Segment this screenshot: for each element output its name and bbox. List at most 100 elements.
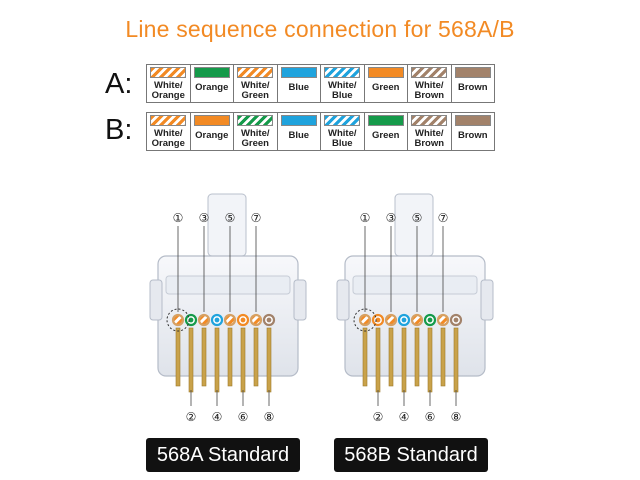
pin-number-top: ⑦: [251, 211, 262, 225]
wire-name: Green: [372, 130, 400, 141]
gold-contact: [388, 327, 394, 387]
pin-cell: Orange: [189, 112, 234, 151]
pin-cell: White/ Brown: [407, 64, 452, 103]
wire-end: [436, 313, 450, 327]
pin-number-top: ③: [386, 211, 397, 225]
wire-swatch: [367, 67, 404, 78]
pin-cell: White/ Orange: [146, 112, 191, 151]
pin-cell: White/ Blue: [320, 112, 365, 151]
568a-color-table: White/ Orange Orange White/ Green Blue W…: [146, 64, 495, 103]
wire-name: White/ Orange: [151, 128, 185, 149]
pin-number-top: ⑤: [225, 211, 236, 225]
wire-end: [384, 313, 398, 327]
gold-contact: [175, 327, 181, 387]
568b-color-table: White/ Orange Orange White/ Green Blue W…: [146, 112, 495, 151]
wire-swatch: [237, 67, 274, 78]
plug-ridge: [352, 275, 478, 295]
latch-tab: [207, 193, 247, 257]
pin-cell: Blue: [276, 112, 321, 151]
pin-cell: White/ Green: [233, 64, 278, 103]
wire-swatch: [150, 115, 187, 126]
wire-swatch: [237, 115, 274, 126]
page-title: Line sequence connection for 568A/B: [125, 16, 515, 42]
gold-contact: [266, 327, 272, 393]
wire-core: [401, 317, 407, 323]
gold-contact: [427, 327, 433, 393]
gold-contact: [214, 327, 220, 393]
gold-contact: [188, 327, 194, 393]
gold-contact: [401, 327, 407, 393]
plug-ridge: [165, 275, 291, 295]
wire-name: Brown: [457, 130, 488, 141]
pin-cell: White/ Brown: [407, 112, 452, 151]
wire-name: White/ Blue: [328, 80, 357, 101]
pin-cell: Green: [363, 64, 408, 103]
wire-name: White/ Orange: [151, 80, 185, 101]
wire-name: White/ Brown: [414, 80, 445, 101]
pin-number-bottom: ④: [399, 410, 410, 424]
pin1-highlight: [353, 308, 377, 332]
pin-number-bottom: ②: [373, 410, 384, 424]
wire-swatch: [280, 115, 317, 126]
pin-number-top: ⑦: [438, 211, 449, 225]
pin-number-bottom: ⑧: [264, 410, 275, 424]
pin-cell: Blue: [276, 64, 321, 103]
pin-number-bottom: ⑧: [451, 410, 462, 424]
pin-number-bottom: ②: [186, 410, 197, 424]
wire-swatch: [324, 67, 361, 78]
pin-cell: Brown: [450, 112, 495, 151]
wire-swatch: [454, 67, 491, 78]
pin-number-top: ①: [173, 211, 184, 225]
wire-end: [223, 313, 237, 327]
wire-name: Orange: [195, 82, 229, 93]
wire-swatch: [193, 115, 230, 126]
pin-cell: Brown: [450, 64, 495, 103]
pin1-highlight: [166, 308, 190, 332]
gold-contact: [375, 327, 381, 393]
plug-side-left: [149, 279, 163, 321]
wire-swatch: [324, 115, 361, 126]
wire-name: Green: [372, 82, 400, 93]
568a-connector: ① ③ ⑤ ⑦ ② ④ ⑥ ⑧: [149, 193, 307, 424]
wire-swatch: [411, 67, 448, 78]
wire-swatch: [454, 115, 491, 126]
wire-name: Brown: [457, 82, 488, 93]
wire-swatch: [280, 67, 317, 78]
wire-swatch: [367, 115, 404, 126]
gold-contact: [453, 327, 459, 393]
gold-contact: [240, 327, 246, 393]
plug-side-left: [336, 279, 350, 321]
plug-side-right: [293, 279, 307, 321]
pin-cell: White/ Blue: [320, 64, 365, 103]
wire-name: White/ Green: [241, 128, 270, 149]
wire-name: White/ Brown: [414, 128, 445, 149]
gold-contact: [201, 327, 207, 387]
pin-number-top: ⑤: [412, 211, 423, 225]
wire-end: [410, 313, 424, 327]
wire-name: Blue: [288, 82, 310, 93]
568a-standard-label: 568A Standard: [146, 438, 300, 472]
rj45-connectors: ① ③ ⑤ ⑦ ② ④ ⑥ ⑧ ① ③ ⑤ ⑦ ② ④ ⑥ ⑧: [149, 193, 494, 424]
pin-cell: Orange: [189, 64, 234, 103]
pin-number-top: ③: [199, 211, 210, 225]
wire-end: [358, 313, 372, 327]
wire-core: [375, 317, 381, 323]
wire-end: [197, 313, 211, 327]
pin-number-bottom: ⑥: [238, 410, 249, 424]
pin-number-bottom: ④: [212, 410, 223, 424]
row-b-label: B:: [105, 114, 133, 146]
wire-swatch: [411, 115, 448, 126]
wire-name: Orange: [195, 130, 229, 141]
gold-contact: [440, 327, 446, 387]
wire-core: [453, 317, 459, 323]
pin-cell: Green: [363, 112, 408, 151]
wire-core: [266, 317, 272, 323]
row-a-label: A:: [105, 68, 133, 100]
wire-end: [171, 313, 185, 327]
pin-number-bottom: ⑥: [425, 410, 436, 424]
wire-core: [240, 317, 246, 323]
wire-swatch: [150, 67, 187, 78]
pin-cell: White/ Orange: [146, 64, 191, 103]
wire-swatch: [193, 67, 230, 78]
